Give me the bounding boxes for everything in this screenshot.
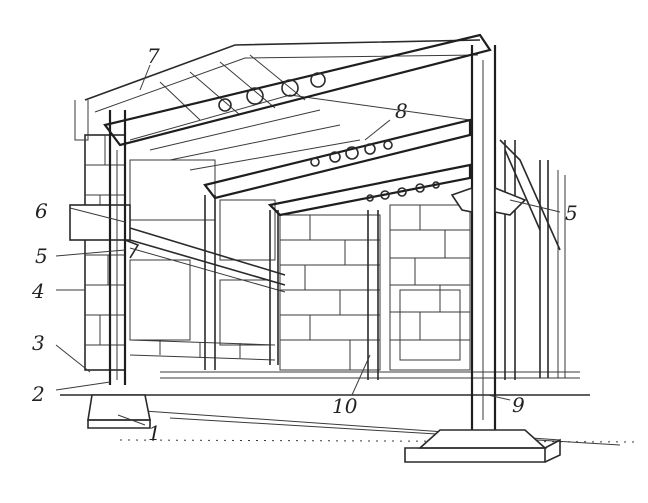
label-4: 4 xyxy=(31,279,45,303)
label-6: 6 xyxy=(35,199,48,223)
ground-line xyxy=(60,371,641,446)
crane-beam xyxy=(69,204,286,293)
leader-lines xyxy=(55,64,561,426)
label-2: 2 xyxy=(31,382,45,406)
label-1: 1 xyxy=(148,421,161,445)
roof-slabs xyxy=(84,39,481,171)
label-7: 7 xyxy=(147,44,160,68)
roof-beams xyxy=(74,33,492,217)
foundations xyxy=(87,394,561,463)
label-10: 10 xyxy=(332,394,358,418)
left-wall xyxy=(84,134,276,371)
label-5-left: 5 xyxy=(35,244,48,268)
back-wall-panels xyxy=(279,204,471,371)
label-8: 8 xyxy=(395,99,408,123)
label-9: 9 xyxy=(512,393,525,417)
column-consoles xyxy=(124,139,561,259)
columns xyxy=(108,45,566,430)
label-5-right: 5 xyxy=(565,201,578,225)
label-3: 3 xyxy=(32,331,45,355)
